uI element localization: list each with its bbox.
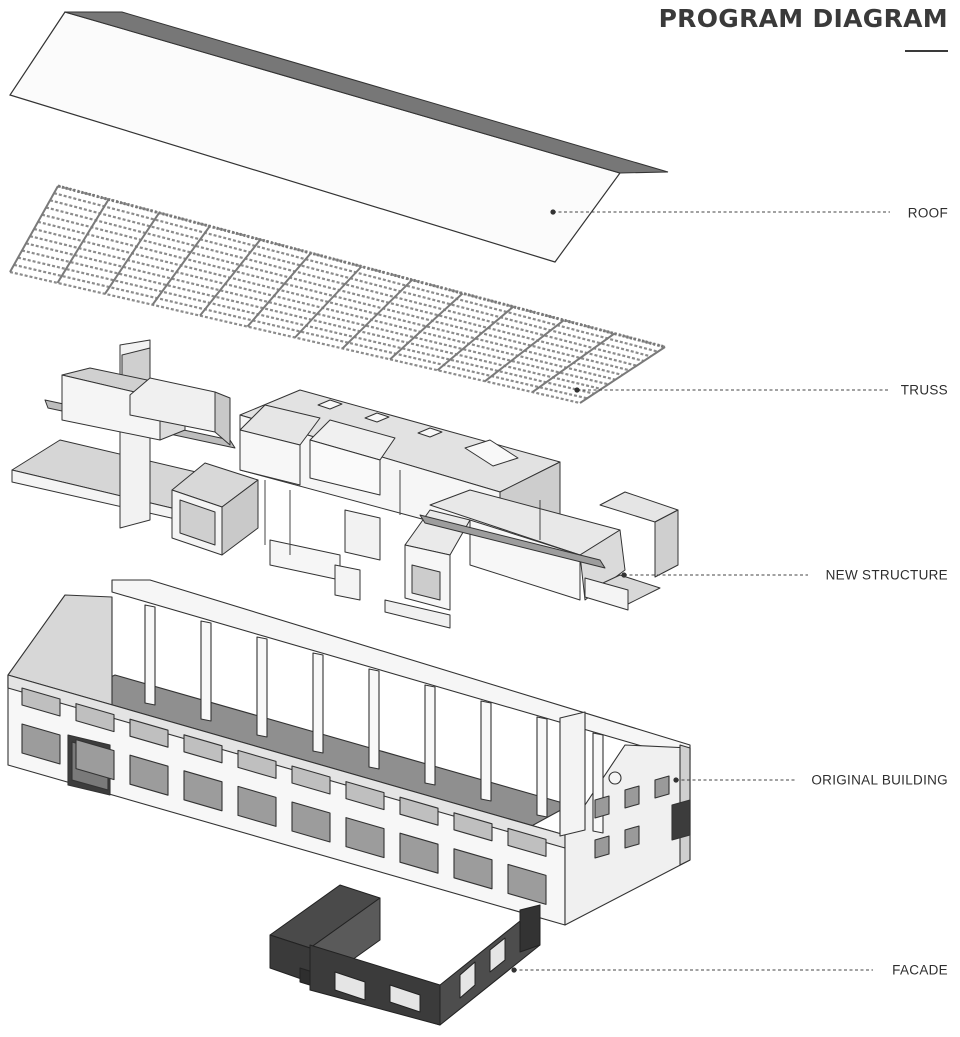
diagram-title: PROGRAM DIAGRAM [658,4,948,33]
label-original-building: ORIGINAL BUILDING [811,772,948,788]
title-underline [905,50,948,52]
original-building-layer [7,579,691,926]
column [312,652,324,754]
label-truss: TRUSS [900,382,948,398]
column [536,716,548,818]
column [368,668,380,770]
leader-dots [511,209,679,973]
label-new-structure: NEW STRUCTURE [825,567,948,583]
label-facade: FACADE [892,962,948,978]
column [144,604,156,706]
label-roof: ROOF [907,205,948,221]
column [424,684,436,786]
new-structure-layer [11,339,679,629]
column [200,620,212,722]
column [480,700,492,802]
truss-layer [9,184,666,405]
roof-layer [9,11,669,263]
column [256,636,268,738]
facade-layer [269,884,541,1026]
leader-lines [514,211,890,971]
